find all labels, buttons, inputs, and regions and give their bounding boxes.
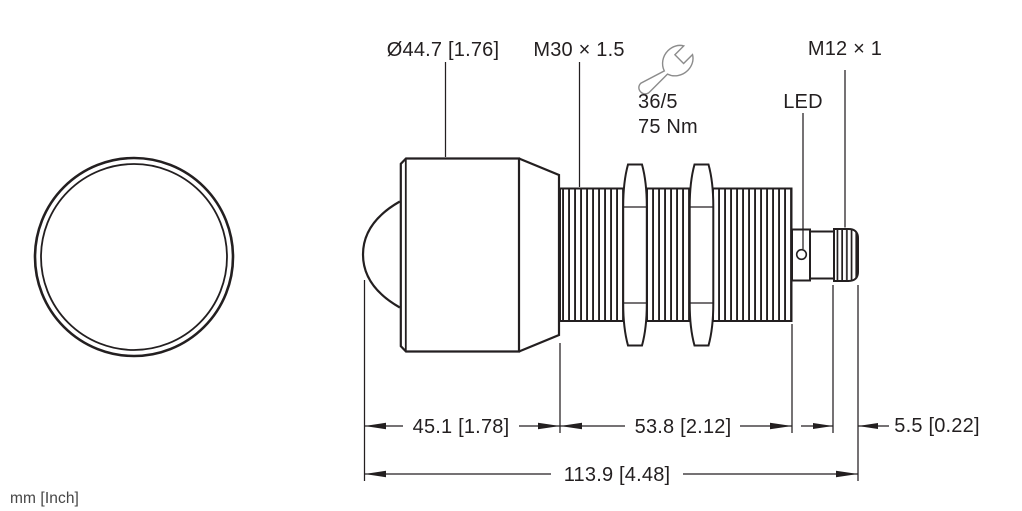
dim-arrow <box>770 422 792 430</box>
front-view-inner-circle <box>40 163 228 351</box>
dim-arrow <box>813 423 833 429</box>
torque-label: 75 Nm <box>638 116 698 138</box>
lock-nut-2 <box>688 163 715 347</box>
connector-body <box>809 230 835 280</box>
head-diameter-label: Ø44.7 [1.76] <box>387 39 499 61</box>
led-label: LED <box>783 91 823 113</box>
lock-nut-2-facet-lines <box>690 206 713 304</box>
barrel-thread-label: M30 × 1.5 <box>533 39 624 61</box>
dim-arrow <box>560 422 582 430</box>
lock-nut-1-outline <box>622 163 648 347</box>
side-view <box>361 157 859 353</box>
front-view-outer-circle <box>33 156 235 358</box>
dim-arrow <box>364 422 386 430</box>
dimension-connector-length: 5.5 [0.22] <box>894 415 979 437</box>
dimension-overall-length: 113.9 [4.48] <box>564 464 671 486</box>
connector-thread-m12 <box>833 228 859 282</box>
dim-arrow <box>858 423 878 429</box>
wrench-icon <box>638 44 694 95</box>
led-indicator <box>795 248 808 261</box>
lock-nut-1-facet-lines <box>623 206 647 304</box>
connector-thread-label: M12 × 1 <box>808 38 882 60</box>
callouts: Ø44.7 [1.76] M30 × 1.5 M12 × 1 LED 36/5 … <box>387 38 882 249</box>
front-view <box>33 156 235 358</box>
dim-arrow <box>538 422 560 430</box>
head-taper <box>518 157 561 353</box>
lock-nut-2-outline <box>688 163 715 347</box>
dimensions: 45.1 [1.78] 53.8 [2.12] 5.5 [0.22] 113.9… <box>363 280 980 486</box>
sensing-face-dome <box>361 200 401 309</box>
sensor-head-body <box>399 157 521 353</box>
barrel-thread-m30 <box>559 187 793 322</box>
units-note: mm [Inch] <box>10 490 79 507</box>
dim-arrow <box>364 470 386 478</box>
wrench-size-label: 36/5 <box>638 91 678 113</box>
dimension-barrel-length: 53.8 [2.12] <box>635 416 732 438</box>
dim-arrow <box>836 470 858 478</box>
dimension-head-length: 45.1 [1.78] <box>413 416 510 438</box>
lock-nut-1 <box>622 163 648 347</box>
